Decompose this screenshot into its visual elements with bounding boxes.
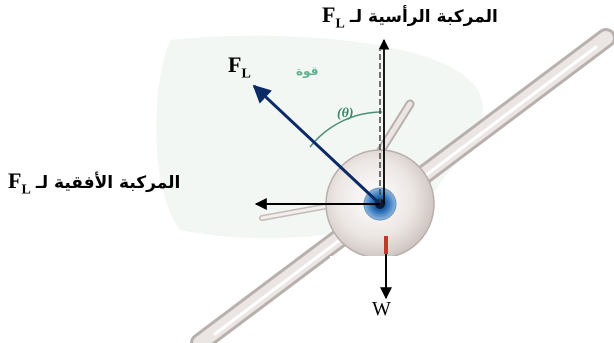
horizontal-component-label: FL المركبة الأفقية لـ <box>8 168 180 198</box>
lift-vector-label: FL <box>228 52 251 82</box>
weight-label-backdrop <box>330 256 438 314</box>
angle-label: (θ) <box>337 106 354 121</box>
vertical-component-text: المركبة الرأسية لـ <box>349 7 498 27</box>
horizontal-component-symbol: FL <box>8 168 31 198</box>
vertical-component-label: FL المركبة الرأسية لـ <box>322 2 498 32</box>
angle-arc <box>309 111 383 148</box>
lift-vector-arrow <box>252 84 382 206</box>
vertical-component-symbol: FL <box>322 2 345 32</box>
lift-word-faint: قوة <box>296 64 319 78</box>
weight-label: W <box>372 298 391 320</box>
horizontal-component-text: المركبة الأفقية لـ <box>35 173 181 193</box>
